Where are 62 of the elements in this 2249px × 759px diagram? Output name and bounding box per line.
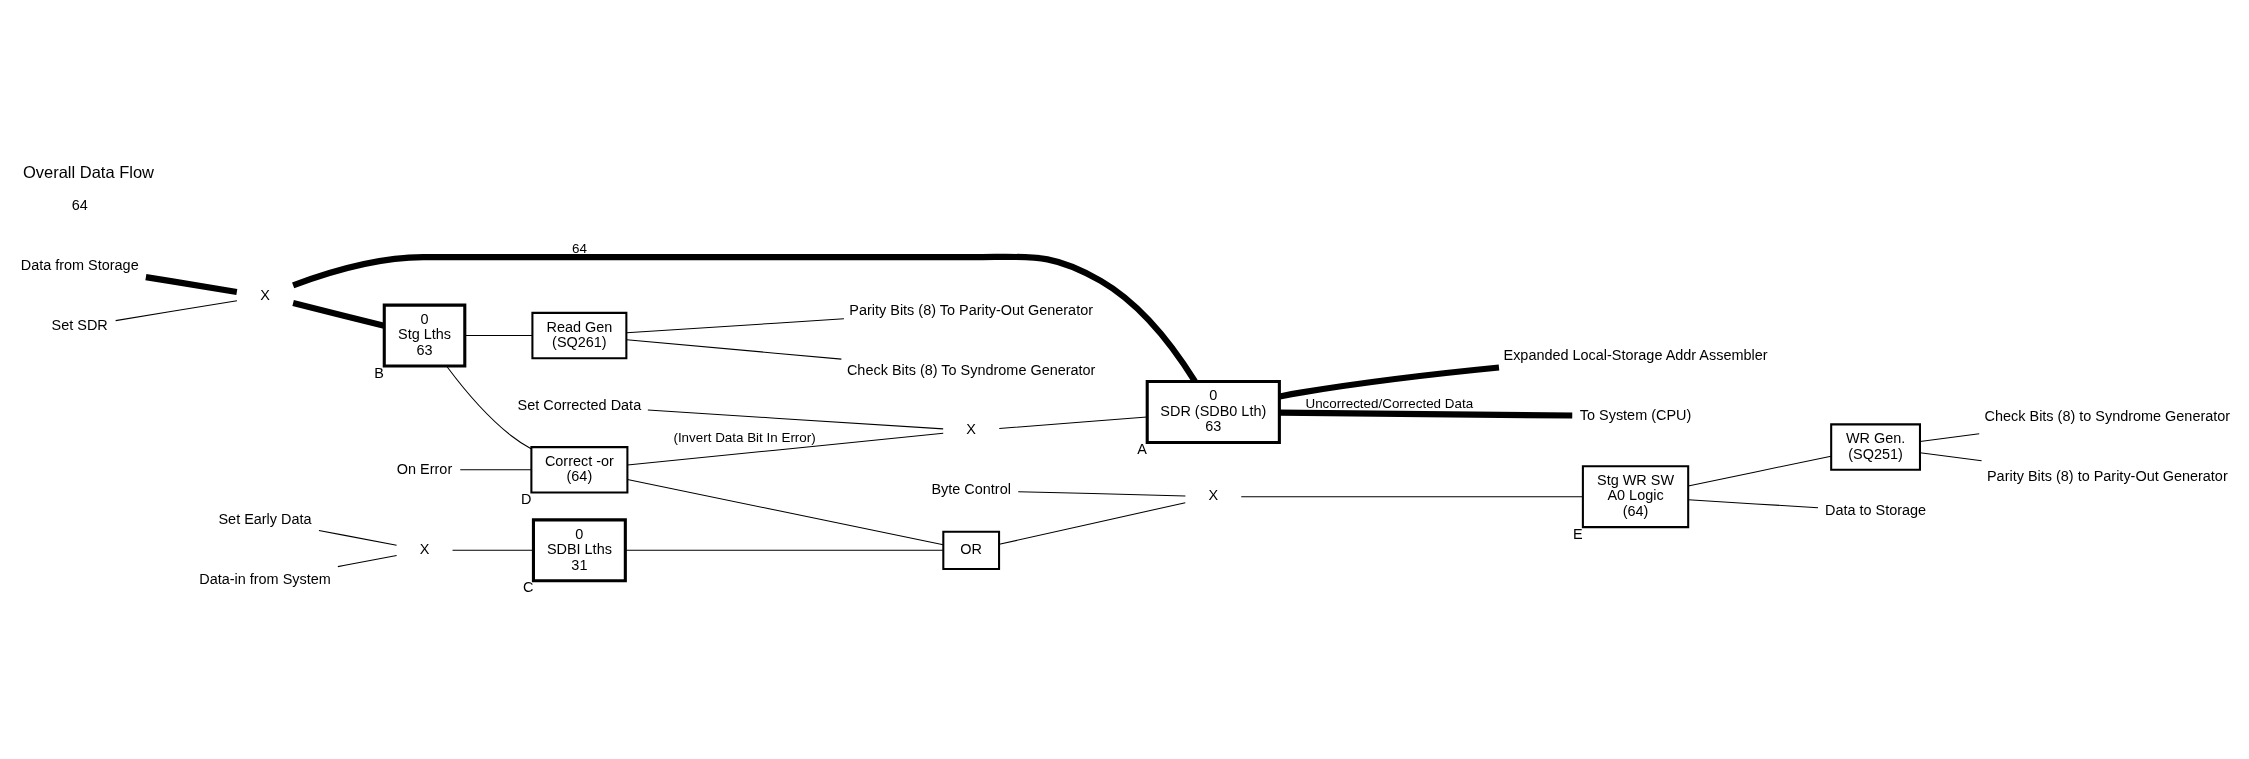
connector	[145, 273, 238, 295]
node-text: Data from Storage	[20, 256, 139, 273]
node-text: Parity Bits (8) to Parity-Out Generator	[1987, 467, 2228, 484]
connector	[626, 432, 944, 466]
node-text: Check Bits (8) To Syndrome Generator	[846, 361, 1096, 378]
connector	[452, 549, 534, 551]
node-box: WR Gen. (SQ251)	[1830, 422, 1921, 471]
node-text: To System (CPU)	[1579, 406, 1692, 423]
connector	[1279, 363, 1500, 400]
connector	[292, 253, 1198, 383]
connector	[115, 299, 238, 321]
label: 64	[71, 196, 88, 213]
node-box: Read Gen (SQ261)	[531, 311, 628, 359]
node-text: Byte Control	[931, 480, 1011, 497]
node-label: B	[374, 364, 384, 381]
connector	[647, 409, 944, 429]
node-text: On Error	[396, 460, 453, 477]
node-text: X	[419, 540, 430, 557]
connector	[459, 468, 532, 470]
edge-label: Uncorrected/Corrected Data	[1305, 395, 1474, 411]
connector	[998, 501, 1186, 545]
connector	[1687, 498, 1819, 508]
node-text: X	[260, 286, 270, 303]
connector	[1240, 495, 1584, 497]
node-text: Set Early Data	[218, 510, 312, 527]
node-text: Check Bits (8) to Syndrome Generator	[1984, 407, 2231, 424]
connector	[625, 549, 944, 551]
node-text: X	[1208, 486, 1219, 503]
connector	[318, 529, 398, 546]
edge-label: 64	[571, 240, 587, 256]
node-box: Correct -or (64)	[530, 445, 629, 494]
node-label: C	[523, 578, 534, 595]
node-box: Stg WR SW A0 Logic (64)	[1581, 464, 1690, 528]
node-label: E	[1572, 525, 1583, 542]
node-text: X	[966, 420, 977, 437]
node-text: Set Corrected Data	[517, 396, 642, 413]
node-box: 0 SDBI Lths 31	[531, 517, 627, 582]
connector	[1687, 455, 1832, 486]
connector	[998, 416, 1148, 429]
edge-label: (Invert Data Bit In Error)	[673, 429, 816, 445]
node-label: A	[1137, 440, 1147, 457]
connector	[292, 299, 385, 329]
node-box: 0 SDR (SDB0 Lth) 63	[1145, 379, 1281, 444]
node-text: Parity Bits (8) To Parity-Out Generator	[849, 301, 1094, 318]
connector	[626, 317, 845, 333]
connector	[1919, 451, 1983, 461]
node-label: D	[521, 490, 532, 507]
connector	[1279, 409, 1573, 419]
connector	[1017, 490, 1186, 496]
node-text: Data to Storage	[1825, 501, 1927, 518]
connector	[1919, 432, 1980, 442]
connector	[626, 338, 842, 360]
connector	[626, 478, 944, 545]
node-box: OR	[942, 530, 1001, 570]
diagram-title: Overall Data Flow	[22, 162, 155, 181]
node-text: Set SDR	[51, 316, 108, 333]
connector	[464, 334, 533, 336]
connector	[337, 554, 398, 567]
node-box: 0 Stg Lths 63	[382, 303, 467, 368]
node-text: Expanded Local-Storage Addr Assembler	[1503, 346, 1768, 363]
connector	[446, 365, 532, 449]
node-text: Data-in from System	[199, 570, 331, 587]
